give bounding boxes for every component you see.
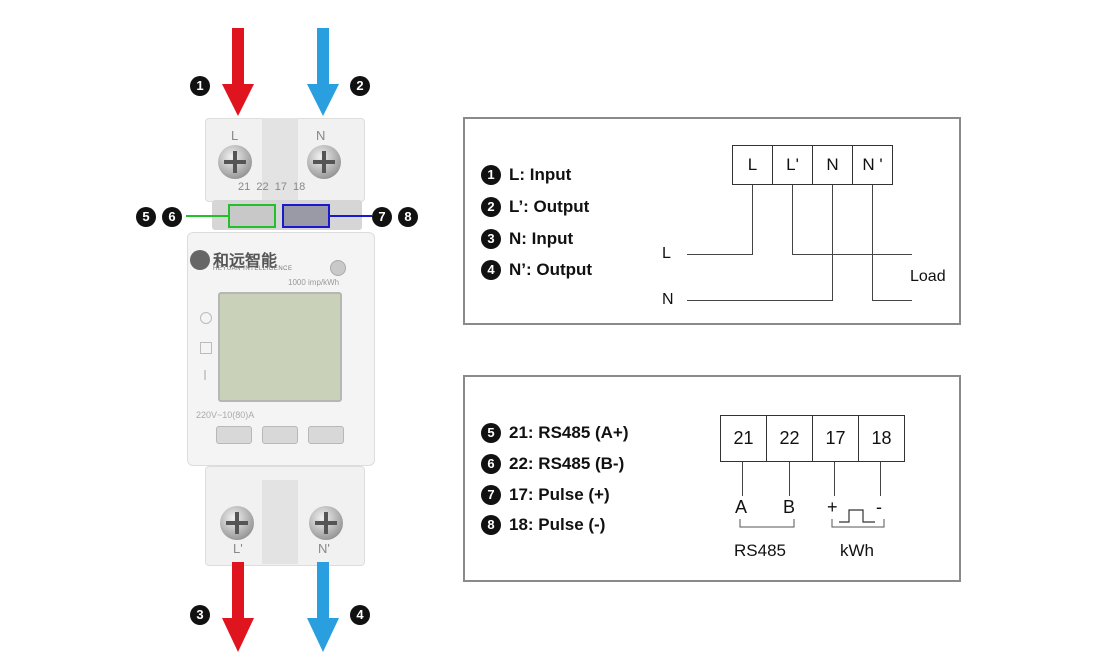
wire-L-horizontal — [687, 254, 753, 255]
legend-row-4: 4 N’: Output — [481, 260, 592, 280]
power-terminal-L-out: L' — [772, 145, 813, 185]
badge-6: 6 — [162, 207, 182, 227]
pin-label-A: A — [735, 497, 748, 517]
arrow-L-input-icon — [222, 28, 254, 116]
pulse-led-icon — [330, 260, 346, 276]
badge-1: 1 — [190, 76, 210, 96]
bottom-terminal-divider — [262, 480, 298, 564]
wire-N-vertical — [832, 185, 833, 301]
legend-row-7: 7 17: Pulse (+) — [481, 485, 610, 505]
legend-text-2: L’: Output — [509, 197, 590, 216]
screw-N-input-icon — [307, 145, 341, 179]
wire-22 — [789, 462, 790, 496]
pulse-waveform-icon — [839, 509, 875, 523]
side-icon-2 — [200, 342, 212, 354]
wire-N-out-horizontal — [872, 300, 912, 301]
power-terminal-N: N — [812, 145, 853, 185]
side-icon-3 — [204, 370, 206, 380]
legend-row-8: 8 18: Pulse (-) — [481, 515, 605, 535]
signal-terminal-18: 18 — [858, 415, 905, 462]
pulse-terminal-highlight — [282, 204, 330, 228]
legend-text-3: N: Input — [509, 229, 574, 248]
wire-17 — [834, 462, 835, 496]
legend-text-5: 21: RS485 (A+) — [509, 423, 629, 442]
power-terminal-L: L — [732, 145, 773, 185]
pin-label-B: B — [783, 497, 796, 517]
wire-L-out-horizontal — [792, 254, 912, 255]
legend-badge-6: 6 — [481, 454, 501, 474]
screw-L-output-icon — [220, 506, 254, 540]
legend-row-2: 2 L’: Output — [481, 197, 589, 217]
wire-N-out-vertical — [872, 185, 873, 301]
badge-4: 4 — [350, 605, 370, 625]
top-terminal-label-right: N — [316, 128, 326, 143]
bottom-terminal-label-left: L' — [233, 541, 243, 556]
line-label-N: N — [662, 291, 674, 308]
badge-8: 8 — [398, 207, 418, 227]
legend-row-3: 3 N: Input — [481, 229, 573, 249]
brand-name-cn: 和远智能 — [213, 253, 278, 270]
arrow-L-output-icon — [222, 562, 254, 652]
small-terminal-numbers: 21 22 17 18 — [238, 181, 306, 193]
rs485-leader-line — [186, 215, 228, 217]
impulse-rate-label: 1000 imp/kWh — [288, 278, 340, 287]
legend-badge-4: 4 — [481, 260, 501, 280]
legend-badge-7: 7 — [481, 485, 501, 505]
badge-7: 7 — [372, 207, 392, 227]
brand-logo-icon — [190, 250, 210, 270]
pin-label-plus: + — [827, 497, 838, 517]
legend-badge-3: 3 — [481, 229, 501, 249]
rs485-terminal-highlight — [228, 204, 276, 228]
badge-3: 3 — [190, 605, 210, 625]
top-terminal-label-left: L — [231, 128, 239, 143]
signal-terminal-22: 22 — [766, 415, 813, 462]
legend-row-6: 6 22: RS485 (B-) — [481, 454, 624, 474]
brand-name-en: HEYUAN INTELLIGENCE — [213, 266, 293, 272]
legend-badge-2: 2 — [481, 197, 501, 217]
meter-button-1[interactable] — [216, 426, 252, 444]
pulse-leader-line — [330, 215, 372, 217]
meter-button-2[interactable] — [262, 426, 298, 444]
meter-button-3[interactable] — [308, 426, 344, 444]
badge-5: 5 — [136, 207, 156, 227]
kwh-bracket — [831, 519, 885, 528]
legend-badge-5: 5 — [481, 423, 501, 443]
signal-wiring-panel: 5 21: RS485 (A+) 6 22: RS485 (B-) 7 17: … — [463, 375, 961, 582]
load-label: Load — [910, 268, 946, 285]
side-icon-1 — [200, 312, 212, 324]
legend-badge-1: 1 — [481, 165, 501, 185]
wire-L-out-vertical — [792, 185, 793, 255]
top-terminal-divider — [262, 118, 298, 200]
wire-21 — [742, 462, 743, 496]
power-wiring-panel: 1 L: Input 2 L’: Output 3 N: Input 4 N’:… — [463, 117, 961, 325]
signal-terminal-17: 17 — [812, 415, 859, 462]
rs485-bracket — [739, 519, 795, 528]
legend-text-4: N’: Output — [509, 260, 593, 279]
wire-N-horizontal — [687, 300, 833, 301]
legend-text-8: 18: Pulse (-) — [509, 515, 606, 534]
energy-meter-device: L N 21 22 17 18 和远智能 HEYUAN INTELLIGENCE… — [0, 0, 460, 660]
legend-text-1: L: Input — [509, 165, 572, 184]
legend-text-7: 17: Pulse (+) — [509, 485, 610, 504]
arrow-N-input-icon — [307, 28, 339, 116]
lcd-display — [218, 292, 342, 402]
bottom-terminal-label-right: N' — [318, 541, 330, 556]
legend-badge-8: 8 — [481, 515, 501, 535]
group-label-rs485: RS485 — [734, 541, 786, 560]
legend-row-5: 5 21: RS485 (A+) — [481, 423, 629, 443]
power-terminal-N-out: N ' — [852, 145, 893, 185]
arrow-N-output-icon — [307, 562, 339, 652]
badge-2: 2 — [350, 76, 370, 96]
rating-label: 220V~10(80)A — [196, 410, 255, 420]
signal-terminal-21: 21 — [720, 415, 767, 462]
line-label-L: L — [662, 245, 671, 262]
group-label-kwh: kWh — [840, 541, 874, 560]
wire-L-vertical — [752, 185, 753, 255]
pin-label-minus: - — [876, 497, 882, 517]
screw-N-output-icon — [309, 506, 343, 540]
wire-18 — [880, 462, 881, 496]
screw-L-input-icon — [218, 145, 252, 179]
legend-row-1: 1 L: Input — [481, 165, 571, 185]
legend-text-6: 22: RS485 (B-) — [509, 454, 625, 473]
